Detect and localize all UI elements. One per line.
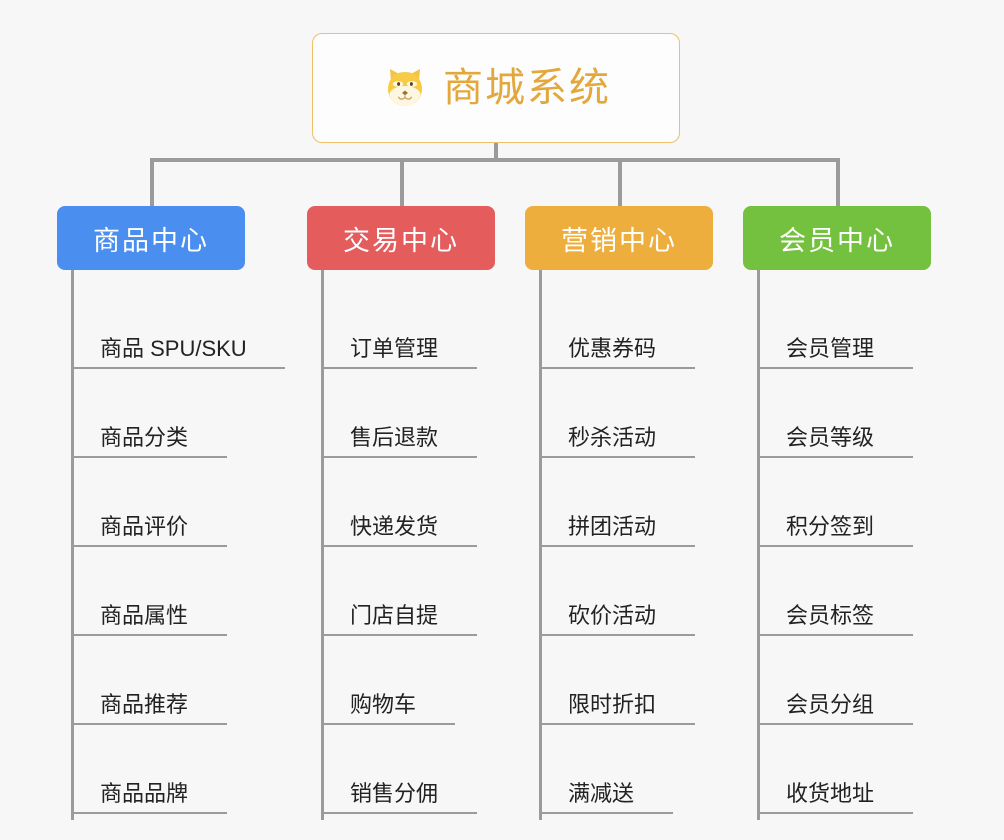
list-item[interactable]: 销售分佣 bbox=[321, 725, 477, 814]
connector-drop-3 bbox=[618, 160, 622, 206]
connector-drop-1 bbox=[150, 160, 154, 206]
leaf-label: 商品评价 bbox=[100, 513, 189, 539]
leaf-list-4: 会员管理 会员等级 积分签到 会员标签 会员分组 收货地址 bbox=[743, 270, 931, 820]
list-item[interactable]: 满减送 bbox=[539, 725, 673, 814]
list-item[interactable]: 商品品牌 bbox=[71, 725, 227, 814]
leaf-label: 购物车 bbox=[350, 691, 417, 717]
list-item[interactable]: 优惠券码 bbox=[539, 280, 695, 369]
category-column-2: 交易中心 订单管理 售后退款 快递发货 门店自提 购物车 销售分佣 bbox=[307, 206, 495, 820]
list-item[interactable]: 门店自提 bbox=[321, 547, 477, 636]
category-column-3: 营销中心 优惠券码 秒杀活动 拼团活动 砍价活动 限时折扣 满减送 bbox=[525, 206, 713, 820]
leaf-label: 会员管理 bbox=[786, 335, 875, 361]
leaf-label: 会员等级 bbox=[786, 424, 875, 450]
leaf-label: 快递发货 bbox=[350, 513, 439, 539]
root-title: 商城系统 bbox=[443, 66, 611, 110]
leaf-label: 满减送 bbox=[568, 780, 635, 806]
connector-root-stem bbox=[494, 143, 498, 161]
leaf-label: 售后退款 bbox=[350, 424, 439, 450]
leaf-list-3: 优惠券码 秒杀活动 拼团活动 砍价活动 限时折扣 满减送 bbox=[525, 270, 713, 820]
list-item[interactable]: 收货地址 bbox=[757, 725, 913, 814]
leaf-label: 优惠券码 bbox=[568, 335, 657, 361]
list-item[interactable]: 会员等级 bbox=[757, 369, 913, 458]
leaf-label: 会员标签 bbox=[786, 602, 875, 628]
category-header-4[interactable]: 会员中心 bbox=[743, 206, 931, 270]
list-item[interactable]: 会员分组 bbox=[757, 636, 913, 725]
category-header-2[interactable]: 交易中心 bbox=[307, 206, 495, 270]
category-column-1: 商品中心 商品 SPU/SKU 商品分类 商品评价 商品属性 商品推荐 商品品牌 bbox=[57, 206, 285, 820]
leaf-label: 会员分组 bbox=[786, 691, 875, 717]
list-item[interactable]: 商品推荐 bbox=[71, 636, 227, 725]
leaf-label: 销售分佣 bbox=[350, 780, 439, 806]
category-column-4: 会员中心 会员管理 会员等级 积分签到 会员标签 会员分组 收货地址 bbox=[743, 206, 931, 820]
list-item[interactable]: 限时折扣 bbox=[539, 636, 695, 725]
list-item[interactable]: 售后退款 bbox=[321, 369, 477, 458]
connector-drop-4 bbox=[836, 160, 840, 206]
leaf-list-2: 订单管理 售后退款 快递发货 门店自提 购物车 销售分佣 bbox=[307, 270, 495, 820]
list-item[interactable]: 秒杀活动 bbox=[539, 369, 695, 458]
leaf-label: 订单管理 bbox=[350, 335, 439, 361]
list-item[interactable]: 商品评价 bbox=[71, 458, 227, 547]
leaf-label: 商品分类 bbox=[100, 424, 189, 450]
list-item[interactable]: 拼团活动 bbox=[539, 458, 695, 547]
leaf-label: 商品品牌 bbox=[100, 780, 189, 806]
connector-horizontal-bus bbox=[150, 158, 840, 162]
list-item[interactable]: 快递发货 bbox=[321, 458, 477, 547]
list-item[interactable]: 砍价活动 bbox=[539, 547, 695, 636]
list-item[interactable]: 订单管理 bbox=[321, 280, 477, 369]
shiba-inu-dog-face-icon bbox=[381, 64, 429, 112]
leaf-label: 商品推荐 bbox=[100, 691, 189, 717]
list-item[interactable]: 商品分类 bbox=[71, 369, 227, 458]
leaf-label: 积分签到 bbox=[786, 513, 875, 539]
list-item[interactable]: 会员标签 bbox=[757, 547, 913, 636]
leaf-list-1: 商品 SPU/SKU 商品分类 商品评价 商品属性 商品推荐 商品品牌 bbox=[57, 270, 285, 820]
category-header-3[interactable]: 营销中心 bbox=[525, 206, 713, 270]
leaf-label: 收货地址 bbox=[786, 780, 875, 806]
list-item[interactable]: 商品 SPU/SKU bbox=[71, 280, 285, 369]
leaf-label: 秒杀活动 bbox=[568, 424, 657, 450]
list-item[interactable]: 积分签到 bbox=[757, 458, 913, 547]
category-header-1[interactable]: 商品中心 bbox=[57, 206, 245, 270]
connector-drop-2 bbox=[400, 160, 404, 206]
leaf-label: 砍价活动 bbox=[568, 602, 657, 628]
leaf-label: 商品属性 bbox=[100, 602, 189, 628]
list-item[interactable]: 会员管理 bbox=[757, 280, 913, 369]
leaf-label: 限时折扣 bbox=[568, 691, 657, 717]
leaf-label: 门店自提 bbox=[350, 602, 439, 628]
root-node[interactable]: 商城系统 bbox=[312, 33, 680, 143]
leaf-label: 拼团活动 bbox=[568, 513, 657, 539]
leaf-label: 商品 SPU/SKU bbox=[100, 335, 247, 361]
list-item[interactable]: 购物车 bbox=[321, 636, 455, 725]
list-item[interactable]: 商品属性 bbox=[71, 547, 227, 636]
